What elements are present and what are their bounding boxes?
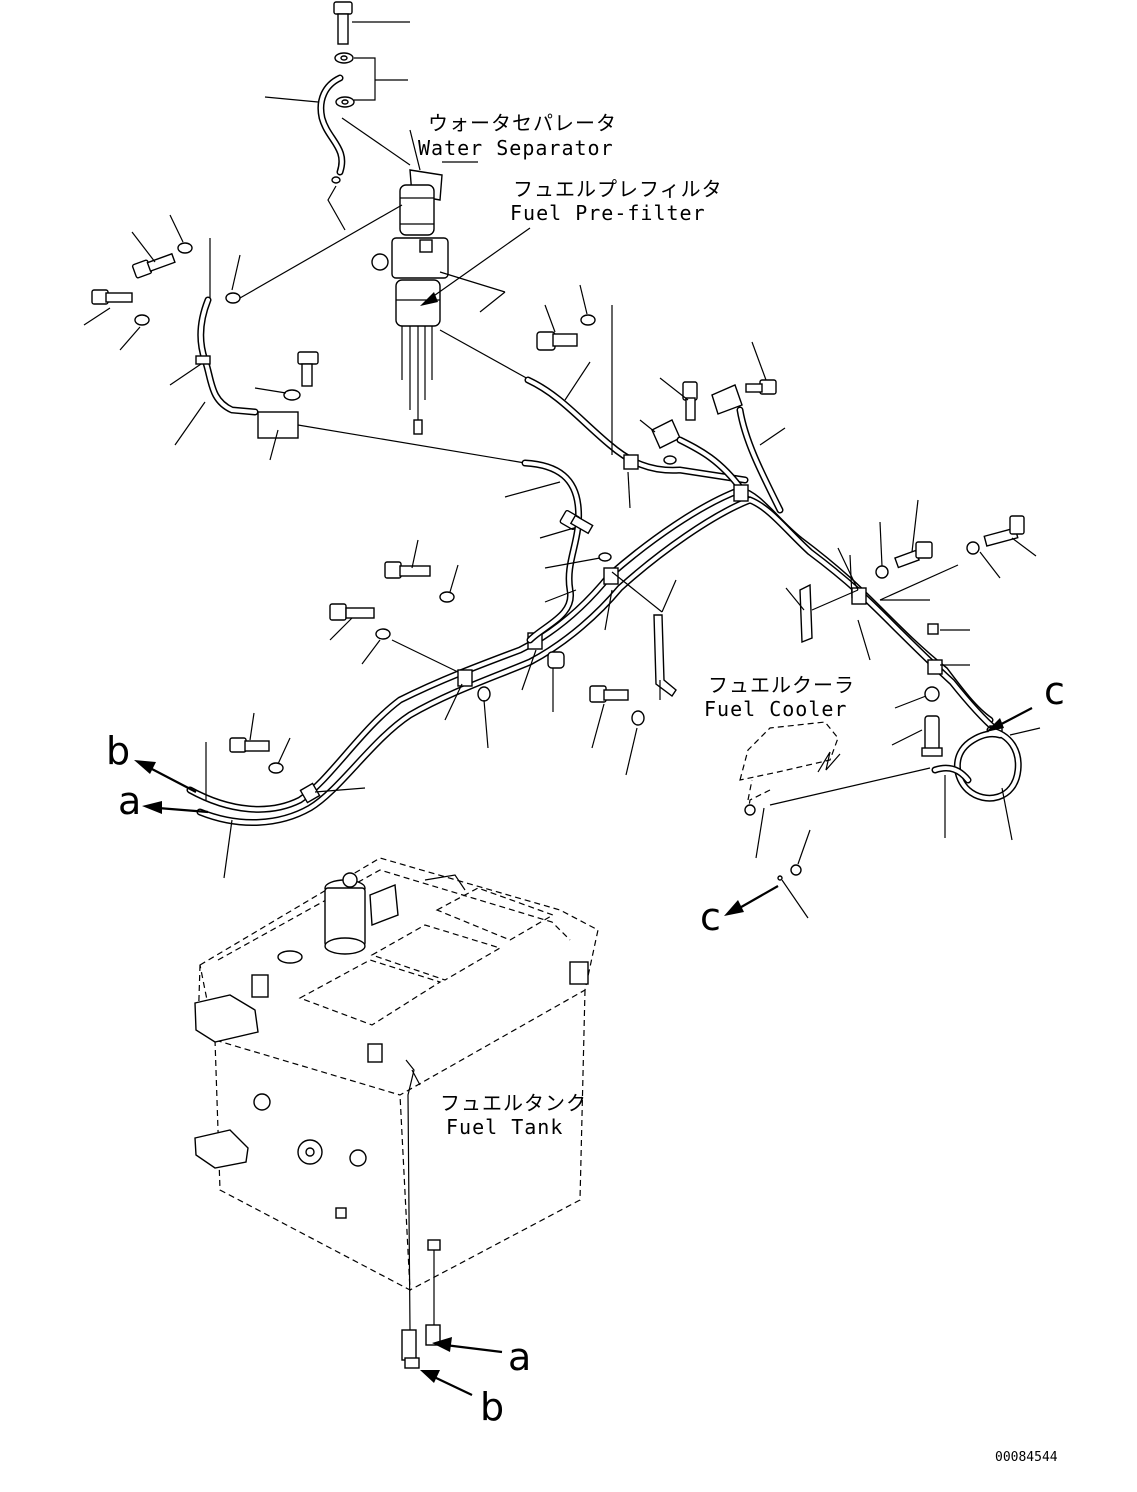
arrow-b-lower (420, 1370, 473, 1396)
fuel-tank-label-jp: フュエルタンク (440, 1091, 587, 1115)
bolt-icon (921, 715, 943, 757)
mid-fittings (539, 509, 677, 700)
bolt-icon (333, 1, 353, 45)
bolt-icon (536, 331, 578, 351)
return-hose (504, 459, 583, 644)
center-bolts (536, 284, 631, 509)
bolt-icon (91, 289, 133, 305)
marker-a-upper: a (118, 779, 141, 823)
bolt-icon (983, 515, 1025, 547)
fuel-cooler-unit (739, 721, 841, 919)
bolt-icon (589, 685, 629, 703)
main-pipe-bundle (186, 484, 1003, 827)
fuel-prefilter-label-jp: フュエルプレフィルタ (513, 177, 723, 201)
bolt-icon (384, 561, 431, 579)
connector-block (254, 351, 526, 464)
fuel-prefilter-label-en: Fuel Pre-filter (510, 201, 706, 225)
fuel-tank-label-en: Fuel Tank (446, 1115, 563, 1139)
bolt-icon (297, 351, 319, 387)
marker-b-lower: b (480, 1385, 504, 1429)
water-separator-label-jp: ウォータセパレータ (428, 111, 617, 135)
arrow-c-lower (724, 885, 779, 916)
bolt-icon (745, 379, 777, 395)
fuel-cooler-label-jp: フュエルクーラ (708, 673, 855, 697)
marker-c-lower: c (700, 895, 721, 939)
left-upper-hose (169, 296, 259, 446)
upper-right-clamps (639, 341, 777, 465)
arrow-a-upper (142, 801, 209, 814)
fuel-cooler-label-en: Fuel Cooler (704, 697, 847, 721)
bolt-icon (682, 381, 698, 421)
bolt-icon (329, 603, 375, 621)
bolt-icon (894, 541, 933, 569)
marker-a-lower: a (508, 1335, 531, 1379)
right-bolts (785, 499, 1037, 757)
left-bolts (83, 214, 241, 351)
arrow-a-lower (432, 1337, 503, 1354)
lower-left-bolts (205, 539, 645, 879)
fuel-tank (194, 857, 599, 1369)
water-separator-label-en: Water Separator (418, 136, 614, 160)
center-hose-1 (524, 361, 749, 484)
drawing-number: 00084544 (995, 1450, 1058, 1465)
bolt-icon (131, 252, 176, 279)
arrow-b-upper (134, 760, 197, 793)
washer-icon (334, 52, 355, 108)
marker-c-upper: c (1044, 669, 1065, 713)
prefilter-arrow (420, 227, 531, 306)
bolt-icon (229, 737, 270, 753)
fuel-cooler-hoses (769, 726, 1041, 841)
bolt-icon (559, 509, 594, 535)
marker-b-upper: b (106, 729, 130, 773)
top-bolt-group (333, 1, 410, 108)
water-separator-unit (341, 117, 449, 435)
arrow-c-upper (986, 707, 1033, 732)
center-hose-2 (676, 406, 786, 514)
separator-hose (264, 74, 346, 231)
